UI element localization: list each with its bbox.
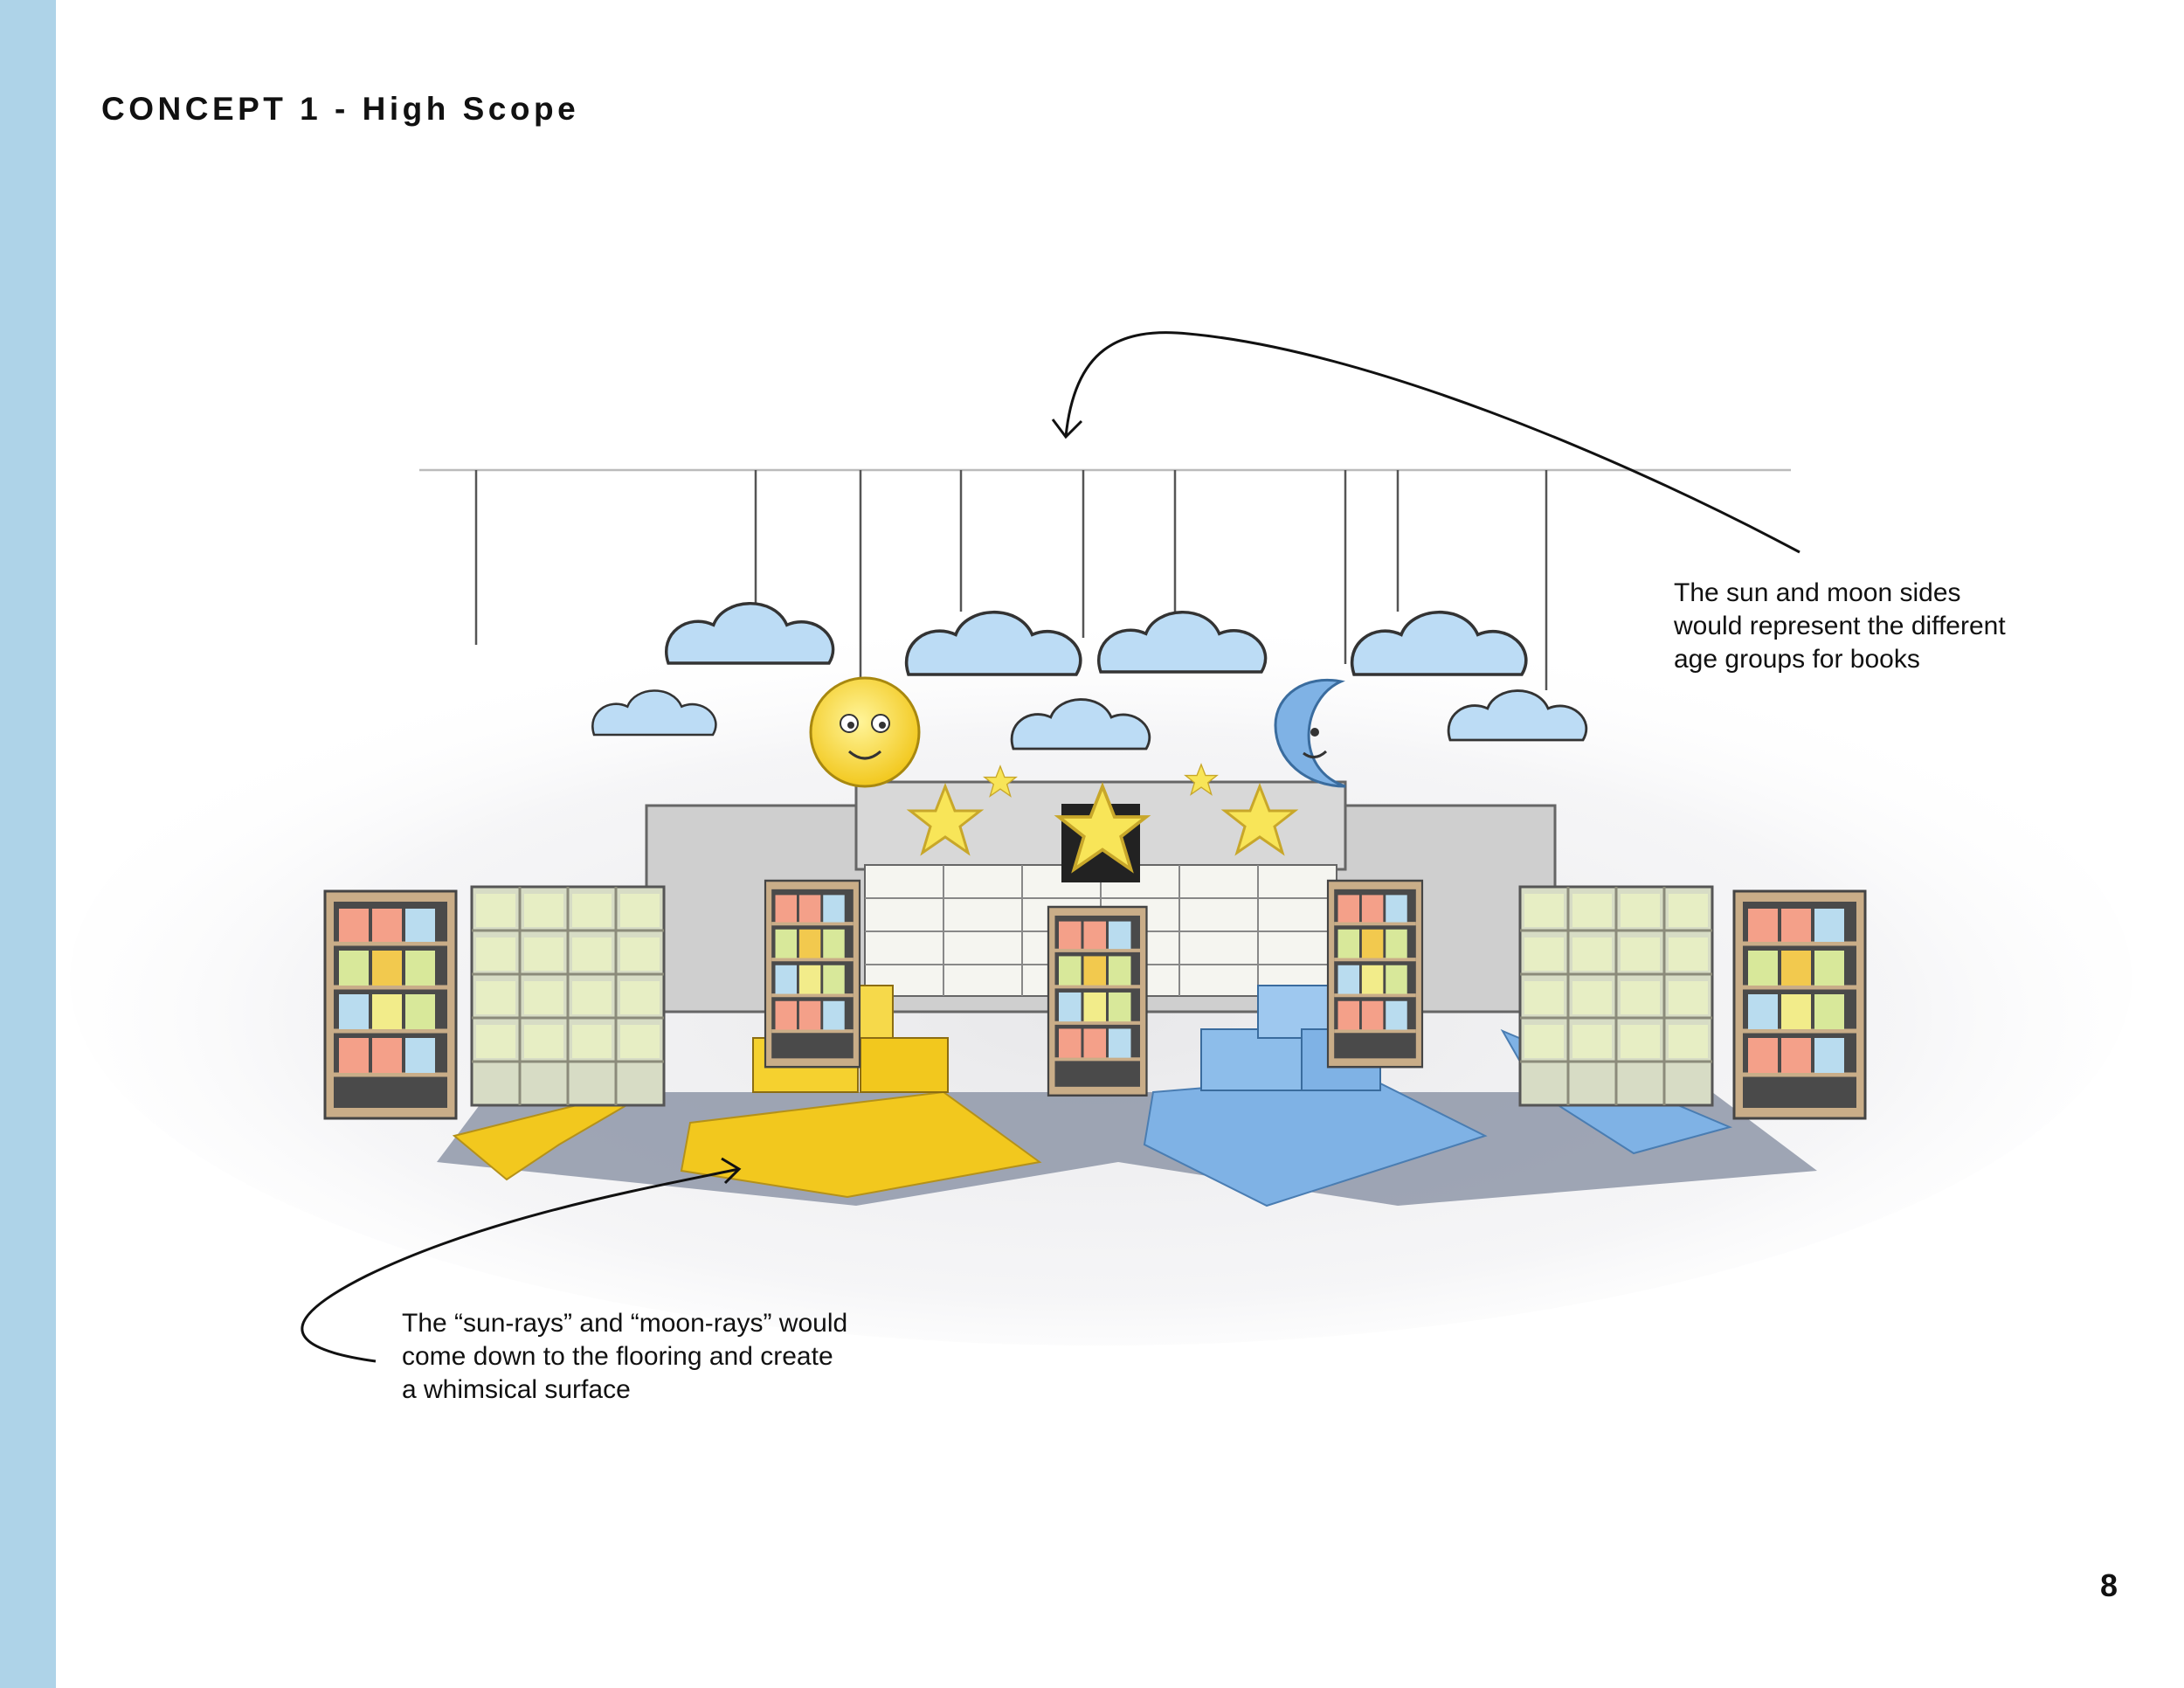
ceiling-rig	[419, 468, 1791, 699]
annotation-floor-rays: The “sun-rays” and “moon-rays” would com…	[402, 1309, 848, 1404]
bookshelf	[1734, 891, 1865, 1118]
bookshelf	[1048, 907, 1147, 1096]
bookshelf	[1328, 881, 1422, 1067]
bookshelf	[1518, 885, 1714, 1107]
cloud-icon	[1350, 610, 1528, 676]
slide-title: CONCEPT 1 - High Scope	[101, 91, 580, 127]
annotation-sun-moon-sides: The sun and moon sides would represent t…	[1674, 578, 2006, 674]
annotation-arrow-top	[1051, 331, 1800, 554]
sun-floor-rays	[452, 1083, 1042, 1199]
bookshelf	[470, 885, 666, 1107]
accent-side-bar	[0, 0, 56, 1688]
bookshelf	[325, 891, 456, 1118]
annotation-arrow-bottom	[301, 1157, 742, 1363]
bookshelf	[765, 881, 860, 1067]
moon-icon	[1274, 679, 1346, 788]
cloud-icon	[665, 601, 835, 665]
page-number: 8	[2099, 1567, 2118, 1603]
sun-icon	[809, 676, 921, 788]
